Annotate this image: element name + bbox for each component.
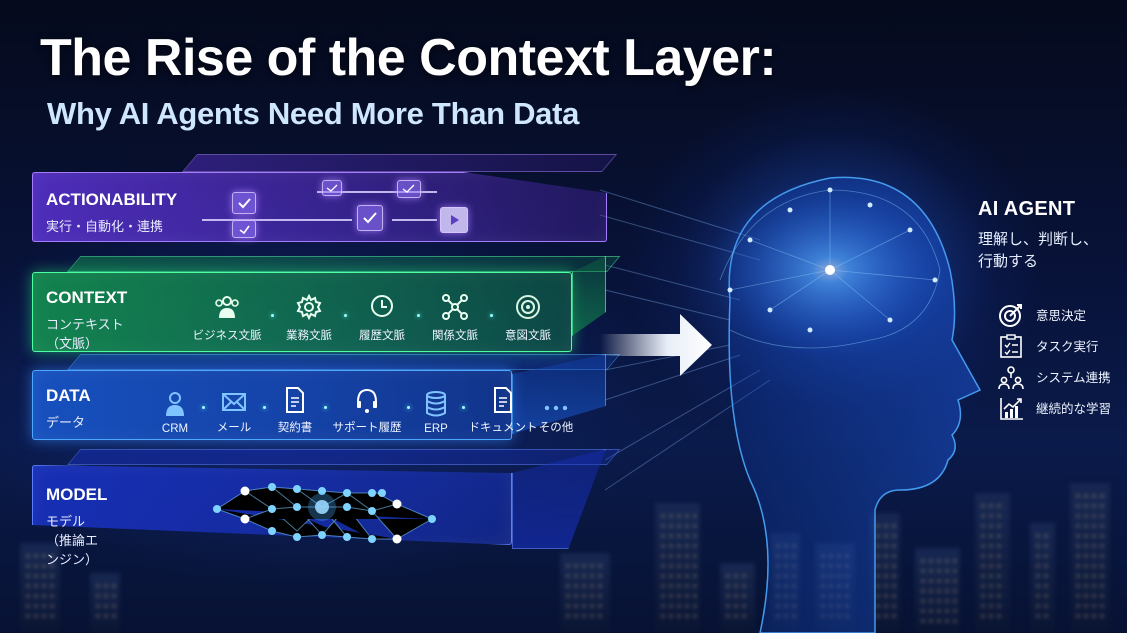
target-icon	[516, 295, 540, 319]
neural-network-icon	[213, 483, 436, 544]
context-item-relationship: 関係文脈	[429, 292, 481, 343]
data-item-mail: メール	[214, 390, 254, 435]
more-icon	[544, 405, 568, 411]
headset-icon	[357, 388, 377, 413]
context-item-history: 履歴文脈	[356, 292, 408, 343]
context-subtitle: コンテキスト（文脈）	[46, 317, 124, 351]
context-item-business: ビジネス文脈	[192, 292, 262, 343]
ai-agent-panel: AI AGENT 理解し、判断し、 行動する 意思決定 タスク実行 システム連携…	[978, 198, 1111, 423]
document-icon	[286, 387, 304, 413]
check-box-icon	[397, 180, 421, 198]
database-icon	[426, 391, 446, 417]
data-item-contract: 契約書	[275, 386, 315, 435]
team-icon	[998, 365, 1024, 389]
agent-capabilities: 意思決定 タスク実行 システム連携 継続的な学習	[998, 299, 1111, 423]
clock-icon	[371, 295, 393, 317]
agent-description-line2: 行動する	[978, 253, 1039, 270]
data-item-documents: ドキュメント	[469, 386, 538, 435]
flow-arrow-icon	[600, 314, 712, 376]
data-item-crm: CRM	[157, 390, 193, 435]
model-subtitle: モデル（推論エンジン）	[46, 514, 99, 567]
page-subtitle: Why AI Agents Need More Than Data	[47, 96, 580, 131]
capability-system-integration: システム連携	[998, 361, 1111, 392]
checklist-icon	[1000, 333, 1022, 358]
check-box-icon	[232, 192, 256, 214]
data-subtitle: データ	[46, 415, 86, 430]
context-title: CONTEXT	[46, 288, 128, 307]
context-item-operations: 業務文脈	[283, 292, 335, 343]
capability-decision: 意思決定	[998, 299, 1111, 330]
ai-head-icon	[705, 176, 982, 633]
context-item-intent: 意図文脈	[502, 292, 554, 343]
data-item-other: その他	[538, 402, 574, 435]
actionability-subtitle: 実行・自動化・連携	[46, 219, 164, 234]
gear-icon	[296, 293, 322, 321]
model-title: MODEL	[46, 485, 108, 504]
check-box-icon	[322, 180, 342, 196]
people-icon	[215, 296, 239, 318]
target-icon	[999, 303, 1022, 327]
data-item-erp: ERP	[419, 390, 453, 435]
data-item-support: サポート履歴	[333, 386, 402, 435]
mail-icon	[222, 393, 246, 411]
capability-continuous-learning: 継続的な学習	[998, 392, 1111, 423]
network-icon	[442, 294, 468, 320]
approval-icon	[232, 220, 256, 238]
agent-description-line1: 理解し、判断し、	[978, 231, 1099, 248]
play-icon	[440, 207, 468, 233]
growth-chart-icon	[1000, 397, 1023, 420]
page-title: The Rise of the Context Layer:	[40, 29, 777, 87]
agent-title: AI AGENT	[978, 198, 1076, 220]
person-icon	[166, 392, 184, 416]
capability-task-execution: タスク実行	[998, 330, 1111, 361]
check-box-icon	[357, 205, 383, 231]
actionability-title: ACTIONABILITY	[46, 190, 178, 209]
document-icon	[494, 387, 512, 413]
data-title: DATA	[46, 386, 91, 405]
